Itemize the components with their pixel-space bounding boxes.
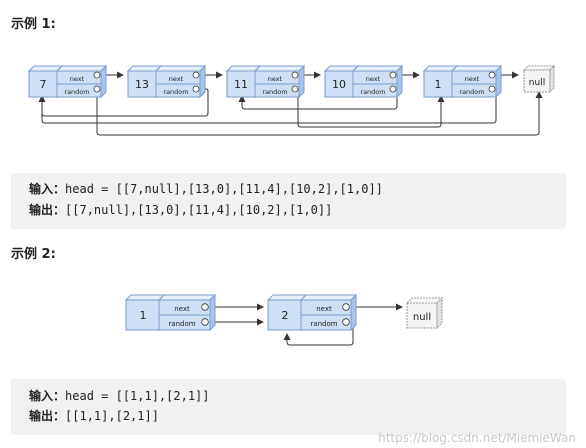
output-label: 输出： <box>29 203 66 217</box>
next-label: next <box>169 75 184 83</box>
random-label: random <box>168 320 195 328</box>
next-label: next <box>465 75 480 83</box>
input-line: 输入：head = [[1,1],[2,1]] <box>29 386 210 406</box>
random-label: random <box>262 88 287 96</box>
input-line: 输入：head = [[7,null],[13,0],[11,4],[10,2]… <box>29 179 383 199</box>
random-label: random <box>310 320 337 328</box>
example-2-title: 示例 2: <box>11 247 56 262</box>
output-value: [[1,1],[2,1]] <box>65 409 159 423</box>
node-value: 10 <box>332 78 346 91</box>
next-label: next <box>174 305 190 313</box>
output-value: [[7,null],[13,0],[11,4],[10,2],[1,0]] <box>65 203 333 217</box>
random-arrow <box>38 88 209 117</box>
list-node: 1 next random <box>124 293 217 332</box>
input-label: 输入： <box>29 182 66 196</box>
list-node: 1 next random <box>422 64 503 99</box>
next-label: next <box>366 75 381 83</box>
random-label: random <box>459 88 484 96</box>
list-node: 10 next random <box>323 64 404 99</box>
output-line: 输出：[[7,null],[13,0],[11,4],[10,2],[1,0]] <box>29 200 332 220</box>
random-label: random <box>64 88 89 96</box>
input-value: head = [[1,1],[2,1]] <box>65 389 210 403</box>
random-label: random <box>360 88 385 96</box>
list-node: 11 next random <box>225 64 306 99</box>
null-node: null <box>522 64 556 94</box>
example-2-code-block: 输入：head = [[1,1],[2,1]] 输出：[[1,1],[2,1]] <box>11 379 566 435</box>
example-1-code-block: 输入：head = [[7,null],[13,0],[11,4],[10,2]… <box>11 173 566 229</box>
null-label: null <box>529 78 545 88</box>
example-1-title: 示例 1: <box>11 17 56 32</box>
random-label: random <box>163 88 188 96</box>
random-arrow <box>96 89 543 136</box>
node-value: 7 <box>40 78 47 91</box>
input-label: 输入： <box>29 389 66 403</box>
node-value: 2 <box>282 309 289 322</box>
next-label: next <box>316 305 332 313</box>
random-arrow <box>41 89 497 124</box>
node-value: 11 <box>234 78 248 91</box>
null-label: null <box>413 312 431 323</box>
output-label: 输出： <box>29 409 66 423</box>
watermark: https://blog.csdn.net/MiemieWan <box>378 431 576 445</box>
node-value: 13 <box>135 78 149 91</box>
input-value: head = [[7,null],[13,0],[11,4],[10,2],[1… <box>65 182 383 196</box>
node-value: 1 <box>140 309 147 322</box>
next-label: next <box>268 75 283 83</box>
list-node: 2 next random <box>266 293 358 332</box>
example-1-diagram: 7 next random 13 next random <box>27 64 556 136</box>
list-node: 7 next random <box>27 64 108 99</box>
example-2-diagram: 1 next random 2 next random null <box>124 293 444 346</box>
random-arrow <box>238 89 398 110</box>
node-value: 1 <box>435 78 442 91</box>
next-label: next <box>70 75 85 83</box>
list-node: 13 next random <box>126 64 207 99</box>
random-arrow <box>297 89 445 128</box>
output-line: 输出：[[1,1],[2,1]] <box>29 406 159 426</box>
null-node: null <box>405 296 444 330</box>
